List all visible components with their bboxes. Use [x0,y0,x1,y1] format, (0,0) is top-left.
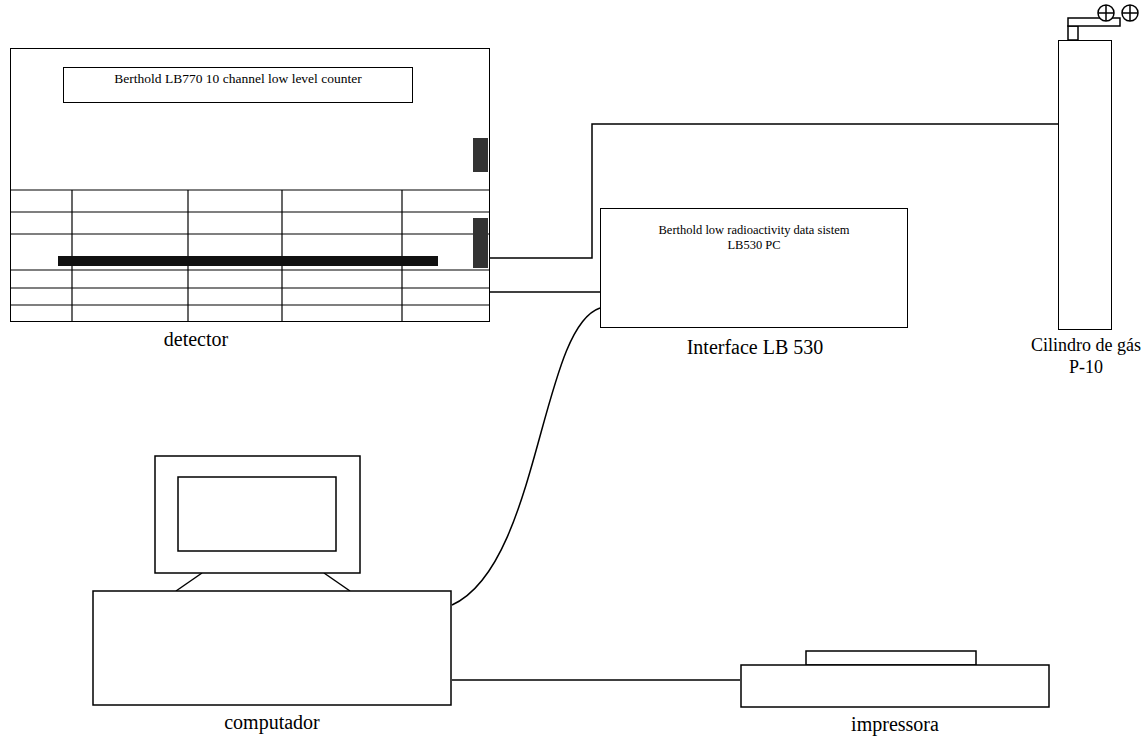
node-caption: Interface LB 530 [601,335,909,359]
connector-line [490,292,600,293]
connector-path [490,291,600,293]
detector-grid [10,190,490,322]
computer: computador [92,455,452,706]
connector-path [490,124,1058,258]
connector-line [452,680,740,681]
gas-cylinder: Cilindro de gás P-10 [1058,40,1112,330]
node-caption: detector [11,327,381,351]
connector-line [452,308,600,605]
connector-line [490,124,1058,258]
printer: impressora [740,650,1050,708]
sample-tray [58,256,438,266]
node-caption: Cilindro de gás P-10 [1021,335,1148,378]
counter-label-box: Berthold LB770 10 channel low level coun… [63,67,413,103]
detector-box: detectorBerthold LB770 10 channel low le… [10,48,490,322]
node-caption: impressora [740,712,1050,736]
detector-port [473,138,488,172]
interface-box: Berthold low radioactivity data sistem L… [600,208,908,328]
connector-path [452,308,600,605]
gas-valve [1068,5,1138,40]
connector-path [452,679,740,681]
node-label: Berthold LB770 10 channel low level coun… [64,68,412,90]
pc-outline [92,455,452,706]
node-caption: computador [92,710,452,734]
node-label: Berthold low radioactivity data sistem L… [601,209,907,267]
detector-port [473,218,488,268]
printer-outline [740,650,1050,708]
